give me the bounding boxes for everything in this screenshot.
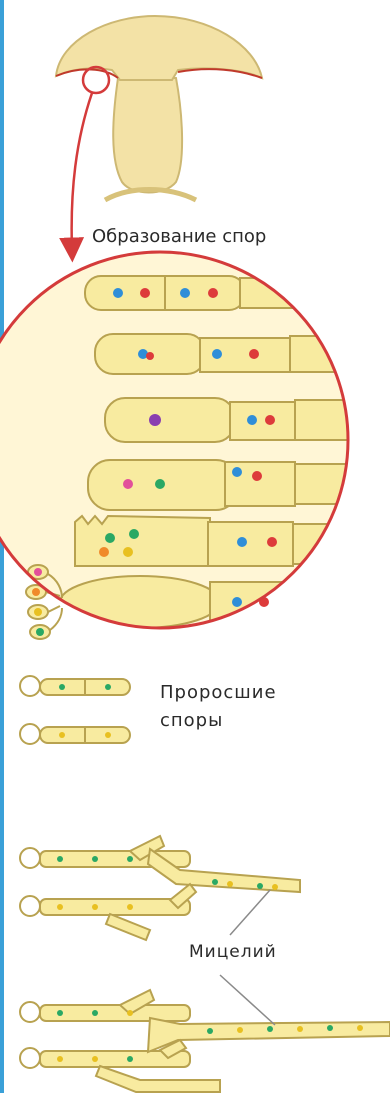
mushroom-base xyxy=(105,190,196,201)
magnified-gill xyxy=(0,252,365,639)
mushroom-stem xyxy=(113,78,182,193)
germinated-spores-label-line1: Проросшие xyxy=(160,682,277,703)
germinated-spores xyxy=(20,676,130,744)
mycelium-label: Мицелий xyxy=(189,942,277,962)
mycelium-2 xyxy=(20,990,390,1092)
magnify-ring xyxy=(83,67,109,93)
mycelium-pointer-2 xyxy=(220,975,275,1025)
mycelium-pointer-1 xyxy=(230,890,270,935)
germinated-spores-label-line2: споры xyxy=(160,710,223,731)
arrow-line xyxy=(72,93,92,250)
spore-formation-label: Образование спор xyxy=(92,226,266,247)
mushroom-illustration xyxy=(56,16,262,250)
